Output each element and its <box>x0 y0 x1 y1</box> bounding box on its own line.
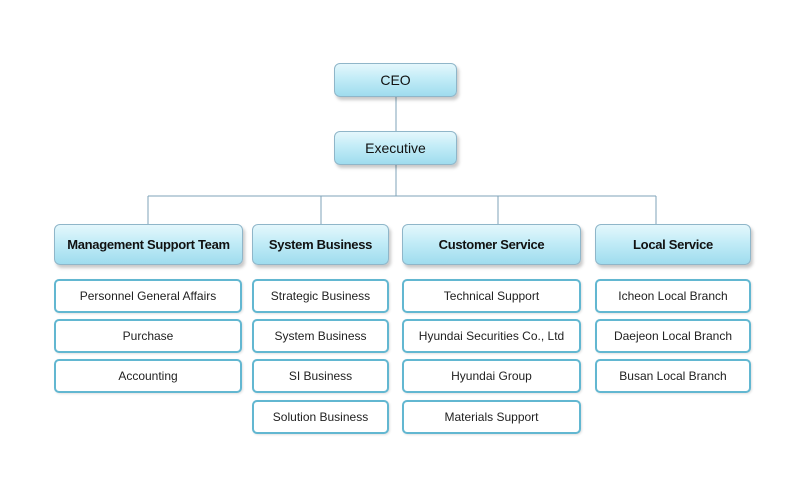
department-management-support-team: Management Support Team <box>54 224 243 265</box>
unit-personnel-general-affairs: Personnel General Affairs <box>54 279 242 313</box>
unit-materials-support: Materials Support <box>402 400 581 434</box>
unit-hyundai-group: Hyundai Group <box>402 359 581 393</box>
unit-accounting: Accounting <box>54 359 242 393</box>
department-local-service: Local Service <box>595 224 751 265</box>
unit-technical-support: Technical Support <box>402 279 581 313</box>
executive-node: Executive <box>334 131 457 165</box>
unit-daejeon-local-branch: Daejeon Local Branch <box>595 319 751 353</box>
unit-solution-business: Solution Business <box>252 400 389 434</box>
department-system-business: System Business <box>252 224 389 265</box>
unit-busan-local-branch: Busan Local Branch <box>595 359 751 393</box>
unit-icheon-local-branch: Icheon Local Branch <box>595 279 751 313</box>
unit-system-business: System Business <box>252 319 389 353</box>
unit-purchase: Purchase <box>54 319 242 353</box>
ceo-node: CEO <box>334 63 457 97</box>
unit-hyundai-securities: Hyundai Securities Co., Ltd <box>402 319 581 353</box>
unit-strategic-business: Strategic Business <box>252 279 389 313</box>
unit-si-business: SI Business <box>252 359 389 393</box>
department-customer-service: Customer Service <box>402 224 581 265</box>
